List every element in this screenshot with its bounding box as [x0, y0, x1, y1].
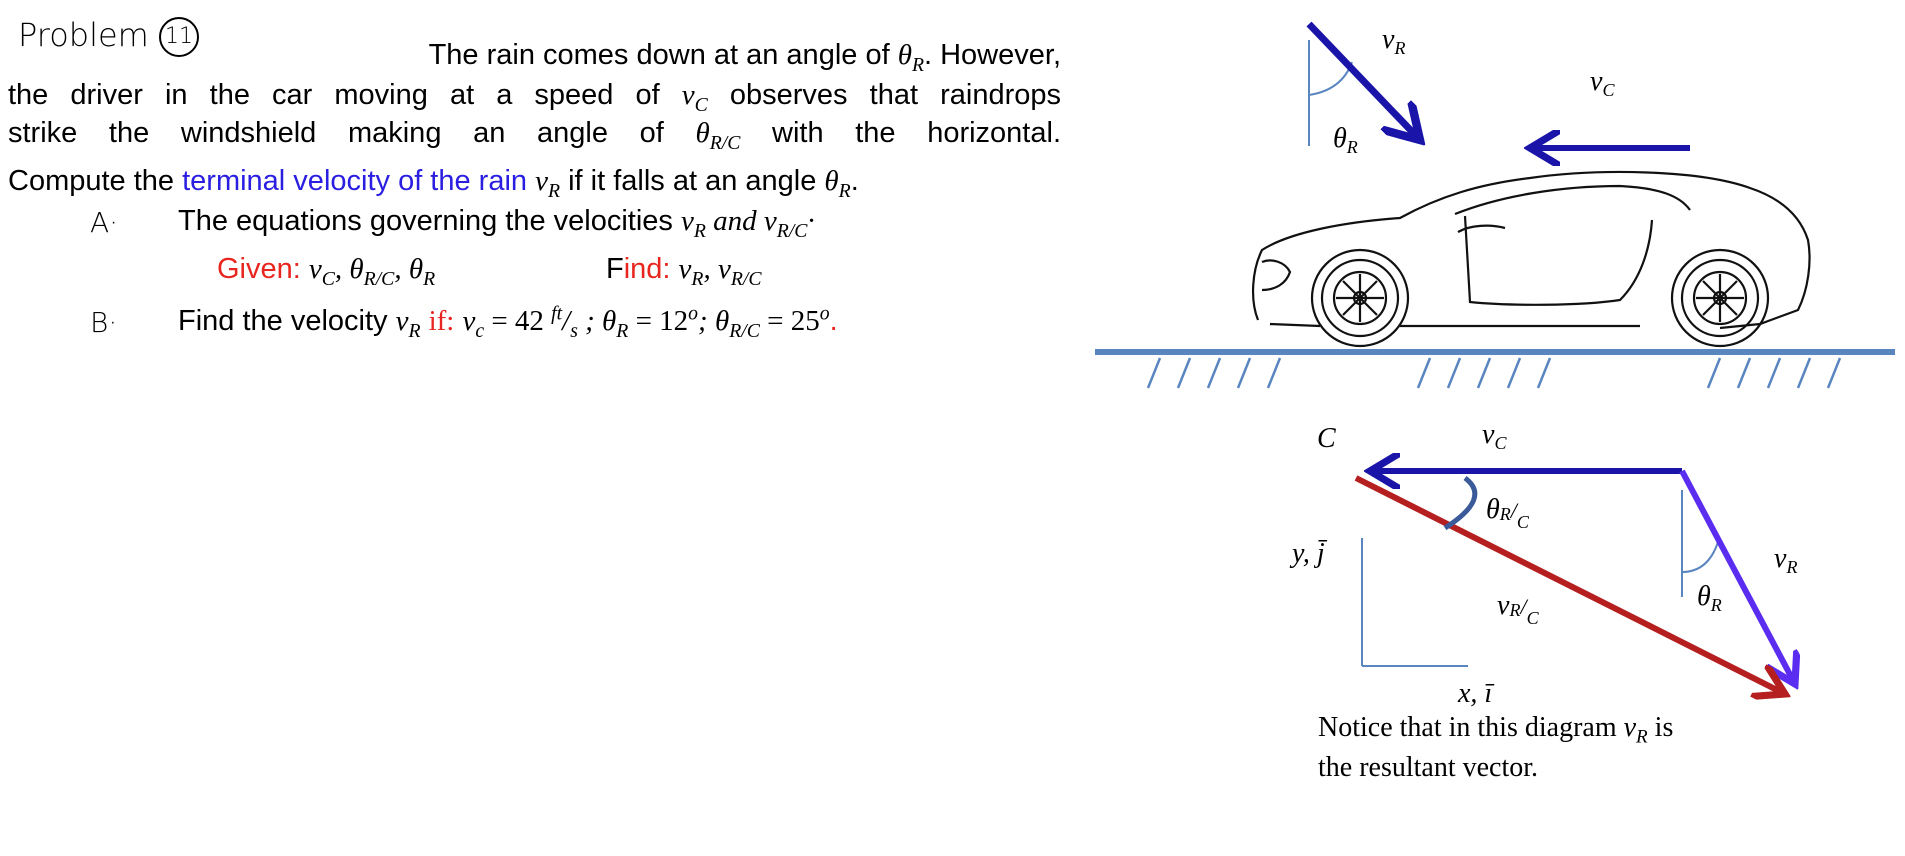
part-a-vars: vR and vR/C·: [681, 205, 815, 242]
given-vars: vC, θR/C, θR: [308, 253, 436, 290]
line3-text-a: strike the windshield making an angle of: [8, 117, 664, 149]
part-b-vr: vR: [395, 305, 421, 342]
theta-rc-symbol: θR/C: [695, 117, 741, 154]
problem-label: Problem: [18, 16, 149, 54]
given-line: Given: vC, θR/C, θR: [217, 250, 436, 290]
find-f: F: [606, 253, 624, 285]
v-r-symbol: vR: [535, 165, 561, 202]
tri-vrc-arrow: [1354, 475, 1785, 694]
top-vc-label: vC: [1590, 66, 1615, 100]
find-vars: vR, vR/C: [678, 253, 762, 290]
problem-line-1: The rain comes down at an angle of θR. H…: [330, 36, 1061, 76]
line2-text-b: observes that raindrops: [729, 79, 1061, 111]
tri-vc-label: vC: [1482, 419, 1507, 453]
intro-text: The rain comes down at an angle of: [428, 39, 890, 71]
tri-theta-rc-arc: [1443, 475, 1478, 531]
tri-vrc-label: vR/C: [1497, 590, 1540, 628]
part-a-marker: A·: [90, 206, 119, 239]
axis-x-label: x, ī: [1457, 678, 1494, 709]
however-text: . However,: [924, 39, 1061, 71]
notice-line-2: the resultant vector.: [1318, 752, 1539, 783]
problem-line-2: the driver in the car moving at a speed …: [8, 76, 1061, 116]
theta-r-symbol: θR: [897, 39, 924, 76]
v-c-symbol: vC: [681, 79, 708, 116]
top-theta-label: θR: [1333, 123, 1358, 157]
problem-number: 11: [165, 24, 193, 49]
find-label: ind:: [623, 253, 671, 285]
notice-text: Notice that in this diagram vR is the re…: [1318, 708, 1673, 788]
part-a-text: The equations governing the velocities: [178, 205, 673, 237]
tri-vr-arrow: [1679, 469, 1795, 684]
tri-theta-r-label: θR: [1697, 581, 1722, 615]
problem-heading: Problem 11: [18, 16, 199, 57]
line4-text-a: Compute the: [8, 165, 175, 197]
axis-y-label: y, j̄: [1289, 538, 1327, 569]
theta-r-symbol-2: θR: [824, 165, 851, 202]
rear-wheel: [1310, 248, 1410, 348]
front-wheel: [1670, 248, 1770, 348]
line4-text-b: if it falls at an angle: [568, 165, 817, 197]
line2-text-a: the driver in the car moving at a speed …: [8, 79, 660, 111]
line3-text-b: with the horizontal.: [772, 117, 1061, 149]
label-c: C: [1317, 423, 1336, 454]
part-b-line: Find the velocity vR if: vc = 42 ft/s ; …: [178, 302, 838, 342]
top-vr-label: vR: [1382, 24, 1405, 58]
problem-line-3: strike the windshield making an angle of…: [8, 114, 1061, 154]
car-icon: [1251, 170, 1811, 348]
rain-velocity-arrow: [1306, 21, 1420, 140]
problem-line-4: Compute the terminal velocity of the rai…: [8, 165, 859, 202]
tri-theta-rc-label: θR/C: [1486, 494, 1530, 532]
problem-number-circle: 11: [159, 17, 199, 57]
ground-hatching: [1146, 357, 1842, 389]
tri-theta-r-arc: [1681, 541, 1719, 573]
part-a-line: The equations governing the velocities v…: [178, 202, 815, 242]
part-b-text: Find the velocity: [178, 305, 388, 337]
if-label: if:: [428, 305, 455, 337]
terminal-velocity-highlight: terminal velocity of the rain: [182, 165, 528, 197]
notice-line-1: Notice that in this diagram vR is: [1318, 712, 1674, 748]
given-label: Given:: [217, 253, 301, 285]
tri-vr-label: vR: [1774, 543, 1797, 577]
part-b-equation: vc = 42 ft/s ; θR = 12o; θR/C = 25o: [462, 302, 830, 342]
find-line: Find: vR, vR/C: [606, 250, 762, 290]
part-b-marker: B·: [90, 306, 118, 339]
